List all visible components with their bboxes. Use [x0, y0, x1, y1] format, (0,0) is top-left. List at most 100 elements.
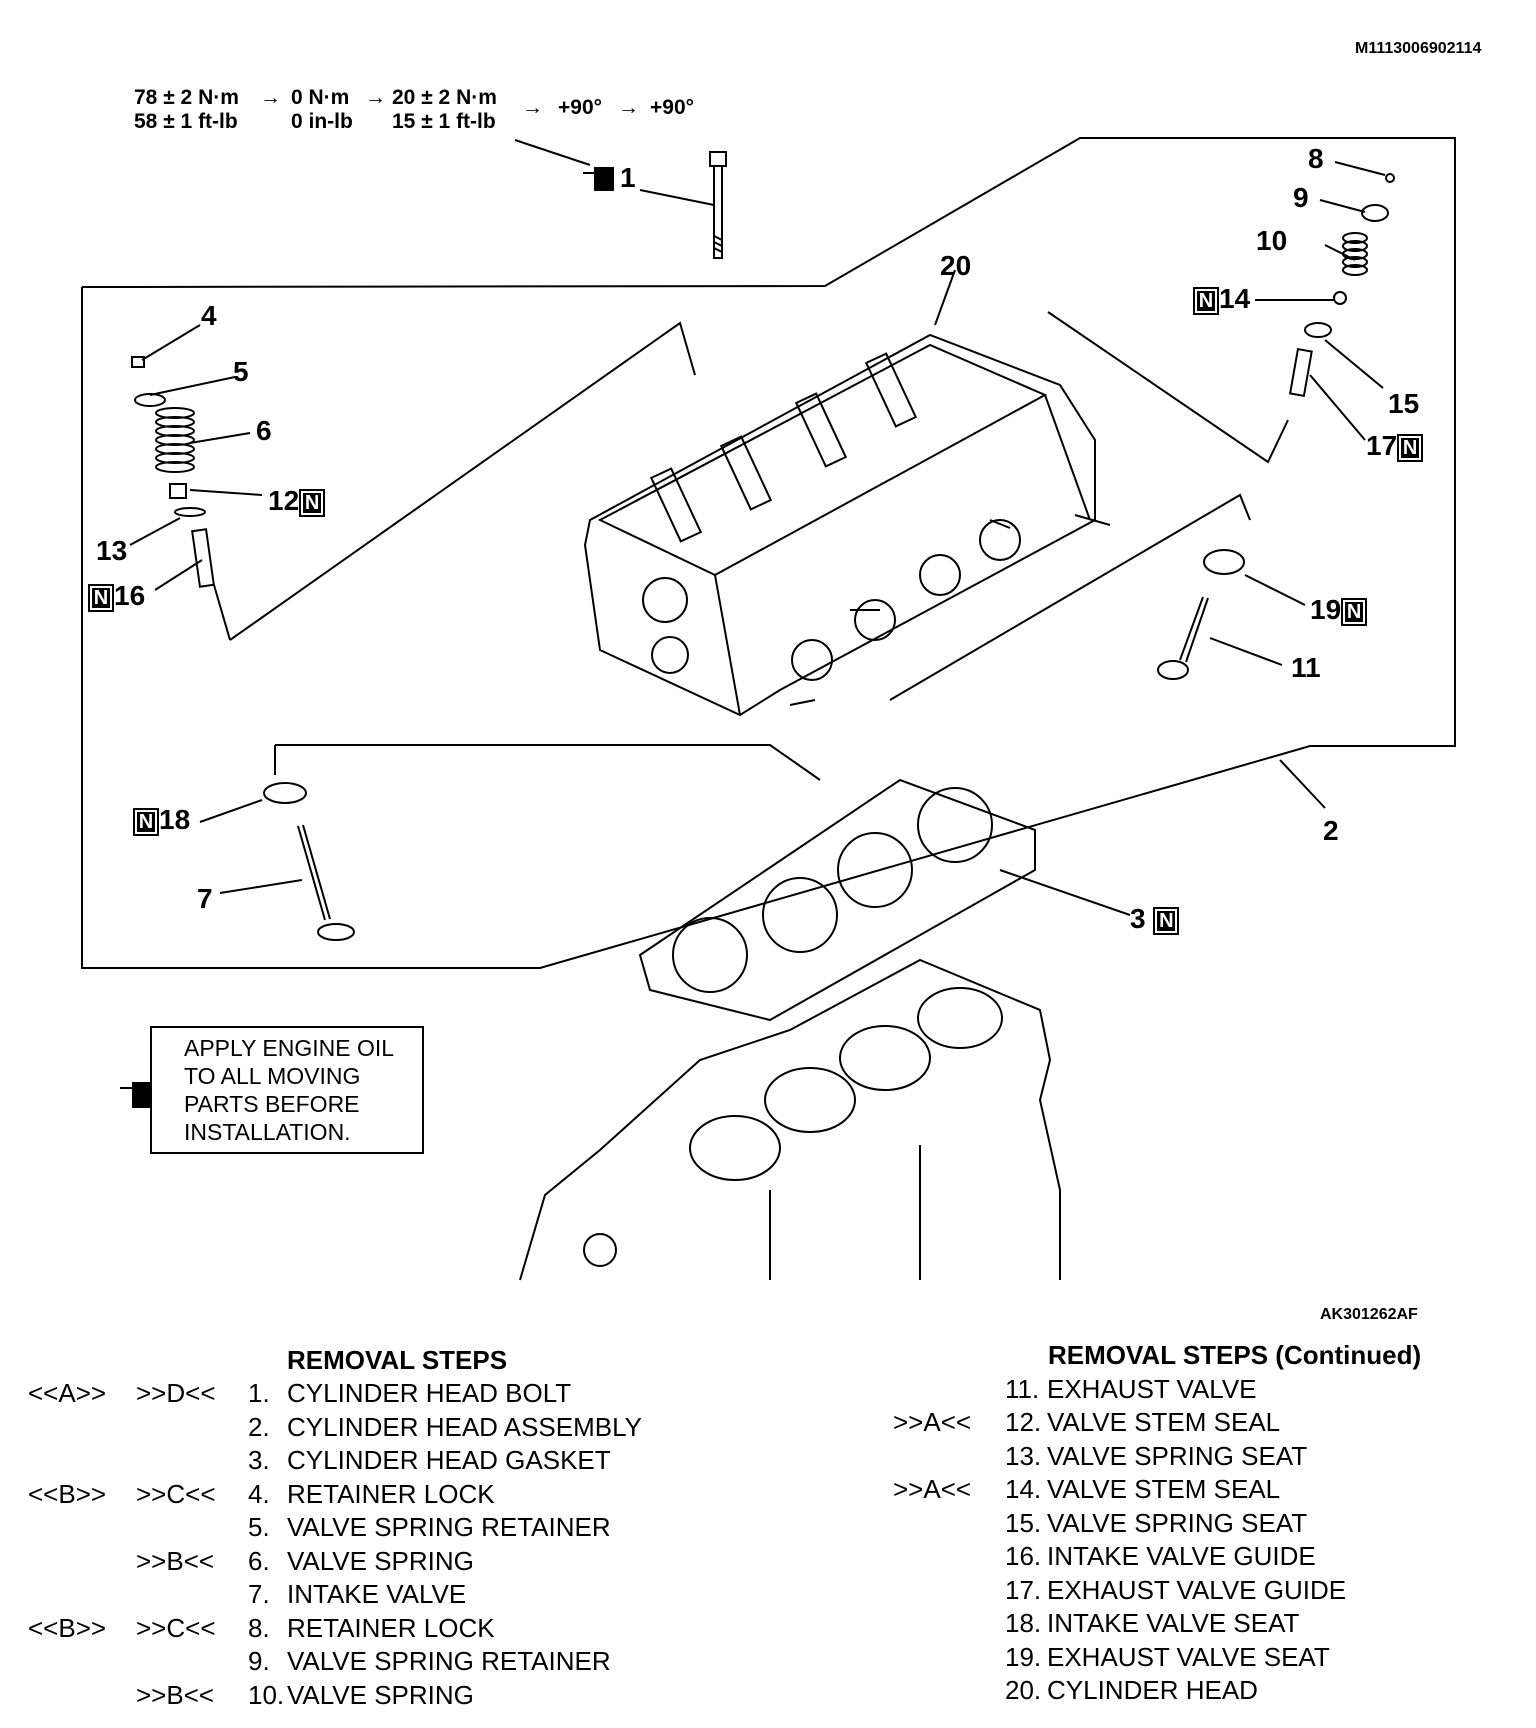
step-marker-b: >>C<<: [136, 1613, 216, 1643]
list-item: 17. EXHAUST VALVE GUIDE: [880, 1573, 1480, 1607]
intake-guide-16: [191, 528, 215, 588]
step-number: 11.: [1005, 1374, 1040, 1404]
spring-seat-13: [174, 507, 206, 517]
callout-9: 9: [1293, 182, 1309, 213]
callout-11: 11: [1291, 652, 1321, 683]
step-label: CYLINDER HEAD GASKET: [287, 1445, 611, 1475]
list-item: 9. VALVE SPRING RETAINER: [0, 1644, 700, 1678]
valve-spring-10: [1342, 232, 1368, 276]
right-bracket-line: [889, 493, 1251, 701]
list-item: 15. VALVE SPRING SEAT: [880, 1506, 1480, 1540]
callout-15: 15: [1388, 388, 1420, 419]
list-item: 19. EXHAUST VALVE SEAT: [880, 1640, 1480, 1674]
intake-valve-seat-18: [263, 782, 307, 804]
step-number: 13.: [1005, 1441, 1042, 1471]
retainer-lock-8: [1385, 173, 1395, 183]
arrow-icon: →: [260, 86, 281, 109]
step-number: 18.: [1005, 1608, 1042, 1638]
step-number: 16.: [1005, 1541, 1042, 1571]
step-marker-b: >>B<<: [136, 1680, 215, 1710]
figure-id: AK301262AF: [1320, 1306, 1418, 1323]
callout-1: 1: [620, 162, 636, 193]
list-item: <<B>> >>C<< 8. RETAINER LOCK: [0, 1611, 700, 1645]
step-number: 14.: [1005, 1474, 1042, 1504]
list-item: >>B<< 6. VALVE SPRING: [0, 1544, 700, 1578]
callout-10: 10: [1256, 225, 1288, 256]
step-label: INTAKE VALVE SEAT: [1047, 1608, 1300, 1638]
step-label: CYLINDER HEAD: [1047, 1675, 1258, 1705]
list-item: 5. VALVE SPRING RETAINER: [0, 1510, 700, 1544]
spring-retainer-9: [1361, 204, 1389, 222]
callout-2: 2: [1323, 815, 1339, 846]
torque-step-1-nm: 78 ± 2 N·m: [134, 86, 239, 109]
step-number: 5.: [248, 1512, 270, 1542]
oil-note-box: APPLY ENGINE OIL TO ALL MOVING PARTS BEF…: [150, 1026, 424, 1154]
step-label: VALVE SPRING RETAINER: [287, 1646, 611, 1676]
step-label: INTAKE VALVE GUIDE: [1047, 1541, 1316, 1571]
step-marker-b: >>C<<: [136, 1479, 216, 1509]
step-label: VALVE SPRING RETAINER: [287, 1512, 611, 1542]
new-part-icon: N: [1397, 433, 1424, 462]
spring-retainer-5: [134, 393, 166, 407]
arrow-icon: →: [522, 96, 543, 119]
engine-block: [519, 958, 1061, 1281]
new-part-icon: N: [1153, 906, 1180, 935]
step-number: 1.: [248, 1378, 270, 1408]
list-item: 18. INTAKE VALVE SEAT: [880, 1606, 1480, 1640]
new-part-icon: N: [133, 807, 159, 836]
callout-8: 8: [1308, 143, 1324, 174]
right-bracket-line: [1047, 311, 1289, 464]
arrow-icon: →: [618, 96, 639, 119]
step-label: VALVE STEM SEAL: [1047, 1407, 1281, 1437]
torque-step-1-ftlb: 58 ± 1 ft-lb: [134, 110, 238, 133]
step-label: VALVE SPRING SEAT: [1047, 1441, 1308, 1471]
list-item: 13. VALVE SPRING SEAT: [880, 1439, 1480, 1473]
step-label: VALVE STEM SEAL: [1047, 1474, 1281, 1504]
step-label: CYLINDER HEAD BOLT: [287, 1378, 572, 1408]
list-item: >>B<< 10. VALVE SPRING: [0, 1678, 700, 1712]
step-label: EXHAUST VALVE SEAT: [1047, 1642, 1330, 1672]
list-item: >>A<< 14. VALVE STEM SEAL: [880, 1472, 1480, 1506]
removal-steps-title: REMOVAL STEPS: [287, 1345, 508, 1375]
cylinder-head-20: [583, 333, 1111, 717]
callout-5: 5: [233, 356, 249, 387]
stem-seal-12: [169, 483, 187, 499]
list-item: 3. CYLINDER HEAD GASKET: [0, 1443, 700, 1477]
oil-note-text: APPLY ENGINE OIL TO ALL MOVING PARTS BEF…: [184, 1035, 394, 1145]
step-marker-a: <<B>>: [28, 1479, 107, 1509]
torque-step-4-angle: +90°: [558, 96, 603, 119]
list-item: <<A>> >>D<< 1. CYLINDER HEAD BOLT: [0, 1376, 700, 1410]
step-number: 15.: [1005, 1508, 1042, 1538]
step-label: RETAINER LOCK: [287, 1479, 495, 1509]
step-label: RETAINER LOCK: [287, 1613, 495, 1643]
torque-step-3-ftlb: 15 ± 1 ft-lb: [392, 110, 496, 133]
callout-20: 20: [940, 250, 972, 281]
step-label: VALVE SPRING: [287, 1680, 474, 1710]
step-number: 12.: [1005, 1407, 1042, 1437]
arrow-icon: →: [365, 86, 386, 109]
removal-steps-continued-title: REMOVAL STEPS (Continued): [1048, 1340, 1422, 1370]
list-item: 20. CYLINDER HEAD: [880, 1673, 1480, 1707]
list-item: >>A<< 12. VALVE STEM SEAL: [880, 1405, 1480, 1439]
exhaust-valve-11: [1157, 596, 1209, 680]
torque-step-2-inlb: 0 in-lb: [291, 110, 353, 133]
step-marker: >>A<<: [893, 1474, 972, 1504]
step-marker-a: <<B>>: [28, 1613, 107, 1643]
intake-valve-7: [297, 824, 355, 941]
callout-13: 13: [96, 535, 128, 566]
new-part-icon: N: [1341, 597, 1368, 626]
oil-can-icon: [120, 1082, 154, 1108]
document-id: M1113006902114: [1355, 40, 1482, 57]
stem-seal-14: [1333, 291, 1347, 305]
valve-spring-6: [155, 407, 195, 473]
list-item: <<B>> >>C<< 4. RETAINER LOCK: [0, 1477, 700, 1511]
list-item: 7. INTAKE VALVE: [0, 1577, 700, 1611]
torque-step-5-angle: +90°: [650, 96, 695, 119]
torque-step-2-nm: 0 N·m: [291, 86, 350, 109]
cylinder-head-gasket-3: [638, 778, 1036, 1022]
step-label: INTAKE VALVE: [287, 1579, 467, 1609]
